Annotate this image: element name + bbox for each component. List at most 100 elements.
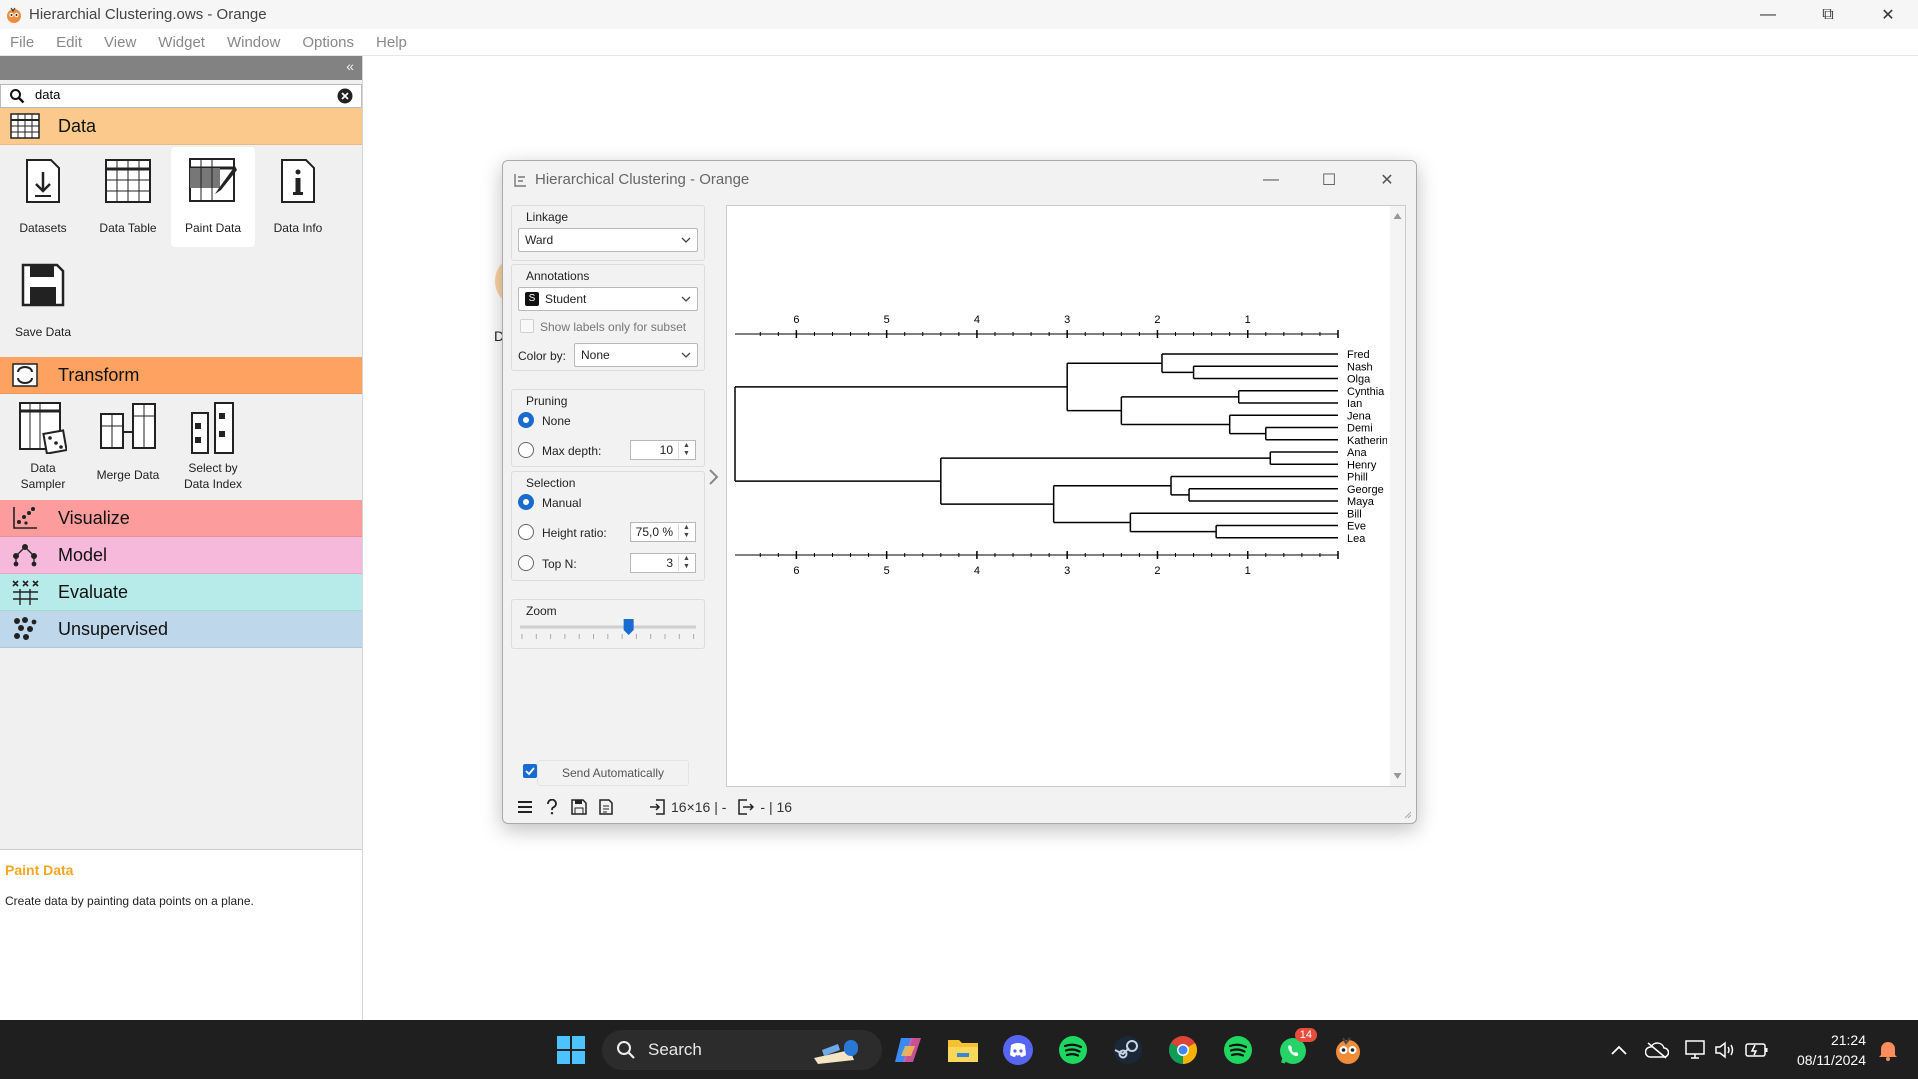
network-icon[interactable] [1680, 1034, 1712, 1066]
widget-window-icon [514, 173, 526, 187]
widget-label: Merge Data [96, 468, 160, 482]
clusters-icon [14, 617, 37, 640]
spotify-icon-2[interactable] [1222, 1034, 1254, 1066]
search-input[interactable] [35, 87, 325, 102]
file-explorer-icon[interactable] [947, 1034, 979, 1066]
widget-label: Paint Data [184, 221, 242, 235]
chevron-right-icon[interactable] [707, 467, 721, 487]
widget-paint-data[interactable]: Paint Data [171, 147, 255, 247]
pruning-none-radio[interactable] [518, 412, 534, 428]
menu-edit[interactable]: Edit [56, 33, 83, 51]
report-icon[interactable] [599, 799, 613, 815]
system-clock[interactable]: 21:24 08/11/2024 [1797, 1030, 1866, 1070]
top-n-radio[interactable] [518, 555, 534, 571]
zoom-slider[interactable] [518, 618, 698, 646]
category-visualize[interactable]: Visualize [0, 500, 362, 537]
widget-merge-data[interactable]: Merge Data [86, 398, 170, 482]
widget-data-table[interactable]: Data Table [86, 151, 170, 235]
send-automatically-checkbox[interactable] [523, 764, 537, 778]
show-labels-subset-checkbox[interactable] [520, 319, 534, 333]
top-n-label: Top N: [542, 557, 577, 571]
info-file-icon [281, 159, 315, 203]
linkage-select[interactable]: Ward [518, 228, 698, 252]
widget-toolbox: « Data [0, 56, 363, 1076]
widget-save-data[interactable]: Save Data [1, 255, 85, 339]
menu-options[interactable]: Options [302, 33, 355, 51]
chevron-up-icon[interactable] [1603, 1034, 1635, 1066]
save-icon[interactable] [571, 799, 587, 815]
category-data[interactable]: Data [0, 108, 362, 145]
menu-file[interactable]: File [10, 33, 35, 51]
hc-close-button[interactable]: ✕ [1380, 171, 1394, 189]
category-unsupervised[interactable]: Unsupervised [0, 611, 362, 648]
windows-start-button[interactable] [555, 1034, 587, 1066]
category-transform[interactable]: Transform [0, 357, 362, 394]
restore-button[interactable]: ⧉ [1822, 5, 1834, 23]
height-ratio-radio[interactable] [518, 524, 534, 540]
notification-bell-icon[interactable] [1872, 1034, 1904, 1066]
hamburger-menu-icon[interactable] [517, 800, 533, 814]
send-automatically-button[interactable]: Send Automatically [537, 760, 689, 786]
max-depth-spinbox[interactable]: 10 ▲▼ [630, 440, 696, 460]
spin-arrows-icon[interactable]: ▲▼ [678, 555, 694, 571]
axis-tick-label: 4 [974, 314, 980, 326]
copilot-icon[interactable] [892, 1034, 924, 1066]
data-widgets: Datasets Data Table [0, 145, 362, 357]
hc-minimize-button[interactable]: — [1263, 170, 1279, 188]
collapse-dock-icon[interactable]: « [346, 58, 354, 74]
selection-header: Selection [526, 476, 576, 490]
spin-arrows-icon[interactable]: ▲▼ [678, 524, 694, 540]
menu-bar: File Edit View Widget Window Options Hel… [0, 29, 1918, 56]
app-titlebar: Hierarchial Clustering.ows - Orange — ⧉ … [0, 0, 1918, 29]
widget-data-info[interactable]: Data Info [256, 151, 340, 235]
height-ratio-spinbox[interactable]: 75,0 % ▲▼ [630, 522, 696, 542]
help-question-icon[interactable] [545, 799, 559, 815]
description-title: Paint Data [5, 862, 74, 878]
hc-window-titlebar: Hierarchical Clustering - Orange — ☐ ✕ [503, 161, 1416, 198]
scroll-up-icon[interactable] [1393, 212, 1402, 220]
widget-datasets[interactable]: Datasets [1, 151, 85, 235]
pruning-max-depth-radio[interactable] [518, 442, 534, 458]
taskbar-search[interactable]: Search [602, 1030, 882, 1070]
category-model[interactable]: Model [0, 537, 362, 574]
steam-icon[interactable] [1112, 1034, 1144, 1066]
annotation-select[interactable]: S Student [518, 287, 698, 311]
leaf-label: Nash [1347, 361, 1373, 373]
widget-data-sampler[interactable]: Data Sampler [1, 398, 85, 492]
color-by-select[interactable]: None [574, 343, 698, 367]
hc-maximize-button[interactable]: ☐ [1321, 171, 1337, 189]
menu-help[interactable]: Help [376, 33, 407, 51]
vertical-scrollbar[interactable] [1390, 206, 1405, 786]
clear-search-icon[interactable] [337, 88, 353, 104]
spotify-icon[interactable] [1057, 1034, 1089, 1066]
resize-grip-icon[interactable] [1402, 809, 1412, 819]
chrome-icon[interactable] [1167, 1034, 1199, 1066]
spin-arrows-icon[interactable]: ▲▼ [678, 442, 694, 458]
search-highlight-icon [814, 1040, 858, 1064]
menu-view[interactable]: View [104, 33, 137, 51]
scroll-down-icon[interactable] [1393, 772, 1402, 780]
selection-manual-radio[interactable] [518, 494, 534, 510]
dice-table-icon [19, 402, 67, 454]
axis-tick-label: 5 [884, 314, 890, 326]
minimize-button[interactable]: — [1760, 5, 1776, 23]
onedrive-offline-icon[interactable] [1641, 1034, 1673, 1066]
paint-brush-table-icon [189, 158, 237, 202]
linkage-box: Linkage Ward [511, 205, 705, 261]
axis-tick-label: 3 [1064, 314, 1070, 326]
category-evaluate[interactable]: Evaluate [0, 574, 362, 611]
close-button[interactable]: ✕ [1881, 6, 1895, 24]
menu-widget[interactable]: Widget [158, 33, 205, 51]
whatsapp-icon[interactable]: 14 [1277, 1028, 1317, 1066]
discord-icon[interactable] [1002, 1034, 1034, 1066]
top-n-spinbox[interactable]: 3 ▲▼ [630, 553, 696, 573]
battery-icon[interactable] [1741, 1034, 1773, 1066]
leaf-label: Cynthia [1347, 386, 1385, 398]
orange-app-taskbar-icon[interactable] [1332, 1034, 1364, 1066]
axis-tick-label: 6 [793, 314, 799, 326]
menu-window[interactable]: Window [226, 33, 281, 51]
volume-icon[interactable] [1709, 1034, 1741, 1066]
widget-select-by-data-index[interactable]: Select by Data Index [171, 398, 255, 492]
